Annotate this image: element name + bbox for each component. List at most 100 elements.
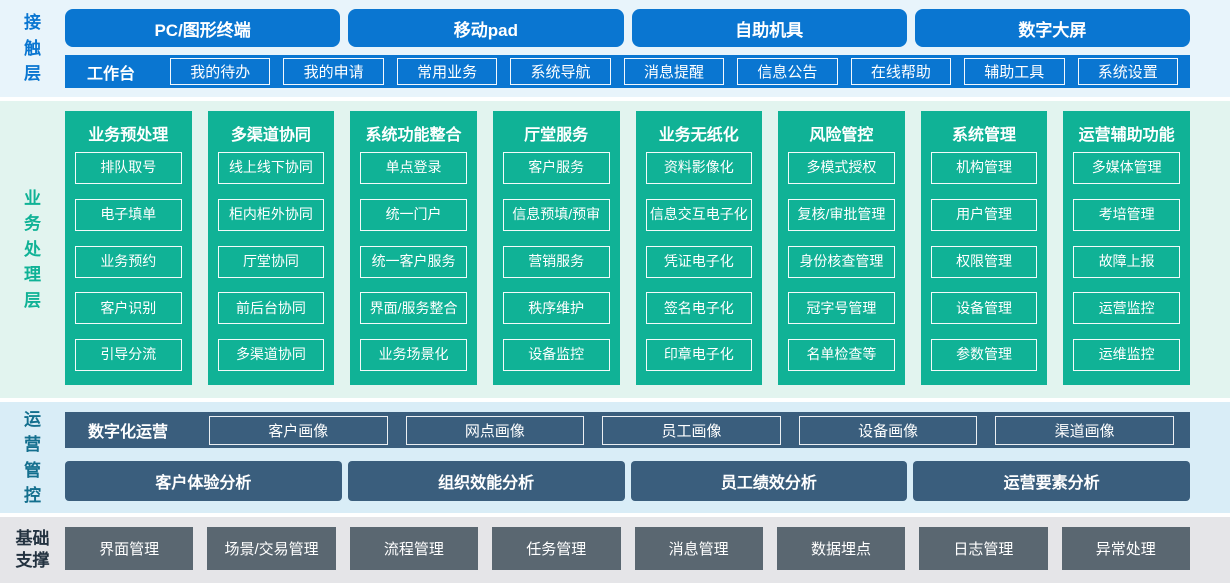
portrait-item-device: 设备画像 [798, 415, 978, 445]
column-item: 前后台协同 [217, 292, 325, 325]
business-column-ops-aux: 运营辅助功能 多媒体管理 考培管理 故障上报 运营监控 运维监控 [1063, 111, 1190, 385]
column-item: 柜内柜外协同 [217, 198, 325, 231]
business-column-integration: 系统功能整合 单点登录 统一门户 统一客户服务 界面/服务整合 业务场景化 [350, 111, 477, 385]
column-item: 名单检查等 [788, 339, 895, 371]
workbench-label: 工作台 [86, 65, 135, 83]
base-row: 界面管理 场景/交易管理 流程管理 任务管理 消息管理 数据埋点 日志管理 异常… [65, 517, 1230, 583]
column-title: 多渠道协同 [230, 127, 311, 144]
business-column-lobby-service: 厅堂服务 客户服务 信息预填/预审 营销服务 秩序维护 设备监控 [492, 111, 620, 385]
column-item: 设备监控 [502, 339, 610, 371]
digital-ops-label: 数字化运营 [87, 424, 168, 441]
analysis-block-ops-elements: 运营要素分析 [913, 461, 1190, 501]
column-item: 信息交互电子化 [645, 198, 753, 231]
column-item: 统一客户服务 [360, 245, 467, 278]
column-item: 运营监控 [1073, 292, 1180, 325]
column-item: 多模式授权 [788, 152, 895, 184]
workbench-item-message-alert: 消息提醒 [623, 58, 725, 85]
column-items: 资料影像化 信息交互电子化 凭证电子化 签名电子化 印章电子化 [645, 152, 753, 371]
column-items: 多媒体管理 考培管理 故障上报 运营监控 运维监控 [1073, 152, 1180, 371]
column-item: 营销服务 [502, 245, 610, 278]
column-item: 故障上报 [1073, 245, 1180, 278]
layer-base: 基础支撑 界面管理 场景/交易管理 流程管理 任务管理 消息管理 数据埋点 日志… [0, 517, 1230, 583]
column-item: 设备管理 [930, 292, 1038, 325]
column-title: 运营辅助功能 [1078, 127, 1175, 144]
column-item: 考培管理 [1073, 198, 1180, 231]
layer-ops-label-col: 运营管控 [0, 402, 65, 513]
layer-contact-content: PC/图形终端 移动pad 自助机具 数字大屏 工作台 我的待办 我的申请 常用… [65, 0, 1230, 97]
base-item-data-tracking: 数据埋点 [776, 527, 906, 570]
device-block-pc-terminal: PC/图形终端 [65, 9, 341, 47]
column-item: 信息预填/预审 [502, 198, 610, 231]
workbench-item-aux-tools: 辅助工具 [964, 58, 1065, 85]
business-columns: 业务预处理 排队取号 电子填单 业务预约 客户识别 引导分流 多渠道协同 线上线… [65, 101, 1230, 398]
column-item: 机构管理 [930, 152, 1038, 184]
base-item-log-mgmt: 日志管理 [919, 527, 1048, 570]
column-items: 排队取号 电子填单 业务预约 客户识别 引导分流 [75, 152, 182, 371]
column-item: 参数管理 [930, 339, 1038, 371]
workbench-item-system-nav: 系统导航 [510, 58, 611, 85]
column-item: 客户识别 [75, 292, 182, 325]
workbench-item-applications: 我的申请 [283, 58, 384, 85]
workbench-item-system-settings: 系统设置 [1077, 58, 1178, 85]
column-item: 用户管理 [930, 198, 1038, 231]
column-items: 线上线下协同 柜内柜外协同 厅堂协同 前后台协同 多渠道协同 [217, 152, 325, 371]
analysis-block-org-efficiency: 组织效能分析 [347, 461, 625, 501]
column-item: 身份核查管理 [788, 245, 895, 278]
column-item: 界面/服务整合 [360, 292, 467, 325]
column-item: 统一门户 [360, 198, 467, 231]
portrait-item-employee: 员工画像 [602, 415, 781, 445]
column-item: 签名电子化 [645, 292, 753, 325]
column-item: 复核/审批管理 [788, 198, 895, 231]
layer-contact-label: 接触层 [24, 13, 41, 84]
device-block-self-service: 自助机具 [631, 9, 907, 47]
business-column-multichannel: 多渠道协同 线上线下协同 柜内柜外协同 厅堂协同 前后台协同 多渠道协同 [207, 111, 335, 385]
layer-ops-label: 运营管控 [24, 409, 41, 506]
layer-ops: 运营管控 数字化运营 客户画像 网点画像 员工画像 设备画像 渠道画像 客户体验… [0, 402, 1230, 513]
column-item: 多渠道协同 [217, 339, 325, 371]
layer-contact: 接触层 PC/图形终端 移动pad 自助机具 数字大屏 工作台 我的待办 我的申… [0, 0, 1230, 97]
column-items: 单点登录 统一门户 统一客户服务 界面/服务整合 业务场景化 [360, 152, 467, 371]
column-items: 机构管理 用户管理 权限管理 设备管理 参数管理 [930, 152, 1038, 371]
portrait-item-customer: 客户画像 [209, 415, 388, 445]
workbench-item-online-help: 在线帮助 [850, 58, 952, 85]
column-item: 运维监控 [1073, 339, 1180, 371]
analysis-block-customer-experience: 客户体验分析 [65, 461, 342, 501]
column-item: 单点登录 [360, 152, 467, 184]
column-item: 业务场景化 [360, 339, 467, 371]
business-column-paperless: 业务无纸化 资料影像化 信息交互电子化 凭证电子化 签名电子化 印章电子化 [635, 111, 763, 385]
workbench-item-todo: 我的待办 [170, 58, 271, 85]
analysis-block-employee-performance: 员工绩效分析 [630, 461, 908, 501]
workbench-item-common-business: 常用业务 [396, 58, 498, 85]
device-block-digital-screen: 数字大屏 [914, 9, 1190, 47]
column-title: 业务无纸化 [658, 127, 739, 144]
column-item: 秩序维护 [502, 292, 610, 325]
layer-base-label-col: 基础支撑 [0, 517, 65, 583]
column-item: 冠字号管理 [788, 292, 895, 325]
column-item: 资料影像化 [645, 152, 753, 184]
base-item-exception-handling: 异常处理 [1061, 527, 1190, 570]
column-item: 多媒体管理 [1073, 152, 1180, 184]
column-title: 系统功能整合 [365, 127, 462, 144]
device-block-mobile-pad: 移动pad [348, 9, 624, 47]
devices-row: PC/图形终端 移动pad 自助机具 数字大屏 [65, 9, 1190, 47]
column-item: 引导分流 [75, 339, 182, 371]
business-column-risk-control: 风险管控 多模式授权 复核/审批管理 身份核查管理 冠字号管理 名单检查等 [778, 111, 905, 385]
column-item: 权限管理 [930, 245, 1038, 278]
column-title: 风险管控 [809, 127, 874, 144]
base-item-process-mgmt: 流程管理 [349, 527, 479, 570]
base-item-ui-mgmt: 界面管理 [65, 527, 194, 570]
column-item: 排队取号 [75, 152, 182, 184]
column-title: 厅堂服务 [524, 127, 589, 144]
base-item-task-mgmt: 任务管理 [492, 527, 621, 570]
column-item: 印章电子化 [645, 339, 753, 371]
base-item-message-mgmt: 消息管理 [634, 527, 763, 570]
column-item: 凭证电子化 [645, 245, 753, 278]
portrait-item-channel: 渠道画像 [995, 415, 1174, 445]
layer-business-label-col: 业务处理层 [0, 101, 65, 398]
column-item: 线上线下协同 [217, 152, 325, 184]
layer-ops-content: 数字化运营 客户画像 网点画像 员工画像 设备画像 渠道画像 客户体验分析 组织… [65, 402, 1230, 513]
layer-business-label: 业务处理层 [24, 188, 41, 310]
layer-business: 业务处理层 业务预处理 排队取号 电子填单 业务预约 客户识别 引导分流 多渠道… [0, 101, 1230, 398]
column-item: 客户服务 [502, 152, 610, 184]
